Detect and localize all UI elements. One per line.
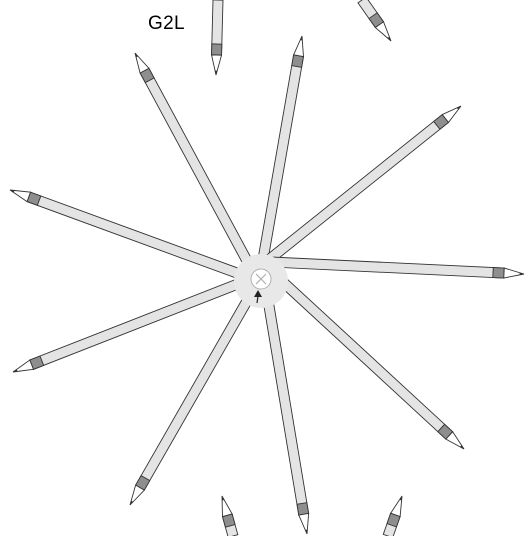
pencil-tip (389, 495, 403, 518)
corner-label: G2L (148, 13, 185, 34)
pencil (9, 189, 248, 282)
pencil (270, 256, 525, 279)
pencil-lead (387, 36, 392, 41)
pencil-tip (129, 484, 146, 506)
pencil-body (270, 256, 505, 279)
arrow-up-icon-stem (256, 295, 259, 304)
pencil-lead (215, 70, 218, 76)
close-icon-stroke (255, 273, 267, 285)
pencil (210, 0, 224, 76)
pencil (256, 35, 305, 267)
pencil-band (291, 54, 305, 68)
pencil-band (296, 502, 310, 516)
pencil-tip (292, 35, 304, 58)
pencil-body (134, 276, 264, 491)
pencil (357, 0, 392, 42)
pencil-tip (210, 54, 223, 76)
pencil-body (258, 274, 310, 516)
pencil (265, 265, 465, 450)
hub[interactable] (234, 254, 288, 308)
pencil-lead (305, 529, 308, 534)
pencil (221, 495, 239, 536)
pencil-lead (13, 369, 18, 373)
pencil-lead (222, 496, 225, 501)
pencil-tip (441, 105, 462, 124)
pencil-tip (298, 512, 310, 535)
pencil-body (265, 265, 454, 440)
pencil-tip (12, 359, 35, 373)
pencil-tip (503, 267, 525, 279)
arrow-up-icon (254, 290, 262, 297)
pencil-band (211, 43, 223, 56)
pencil-tip (374, 21, 392, 42)
pencil (129, 276, 264, 506)
pencil-lead (135, 53, 139, 58)
pencil-tip (445, 431, 465, 450)
pencil-body (262, 113, 450, 267)
pencil-tip (134, 52, 150, 74)
pencil-lead (456, 105, 461, 110)
pencil-lead (460, 445, 465, 450)
pencil-lead (399, 495, 403, 501)
pencil-band (492, 267, 505, 279)
pencil-lead (10, 189, 15, 193)
pencil-group (9, 0, 525, 536)
pencil (262, 105, 462, 267)
pencil-tip (9, 189, 32, 203)
pencil (258, 274, 310, 535)
pencil (382, 495, 403, 536)
pencil-lead (519, 272, 524, 275)
pencil-lead (129, 500, 134, 505)
pencil-lead (300, 35, 303, 41)
pencil-tip (221, 495, 233, 518)
